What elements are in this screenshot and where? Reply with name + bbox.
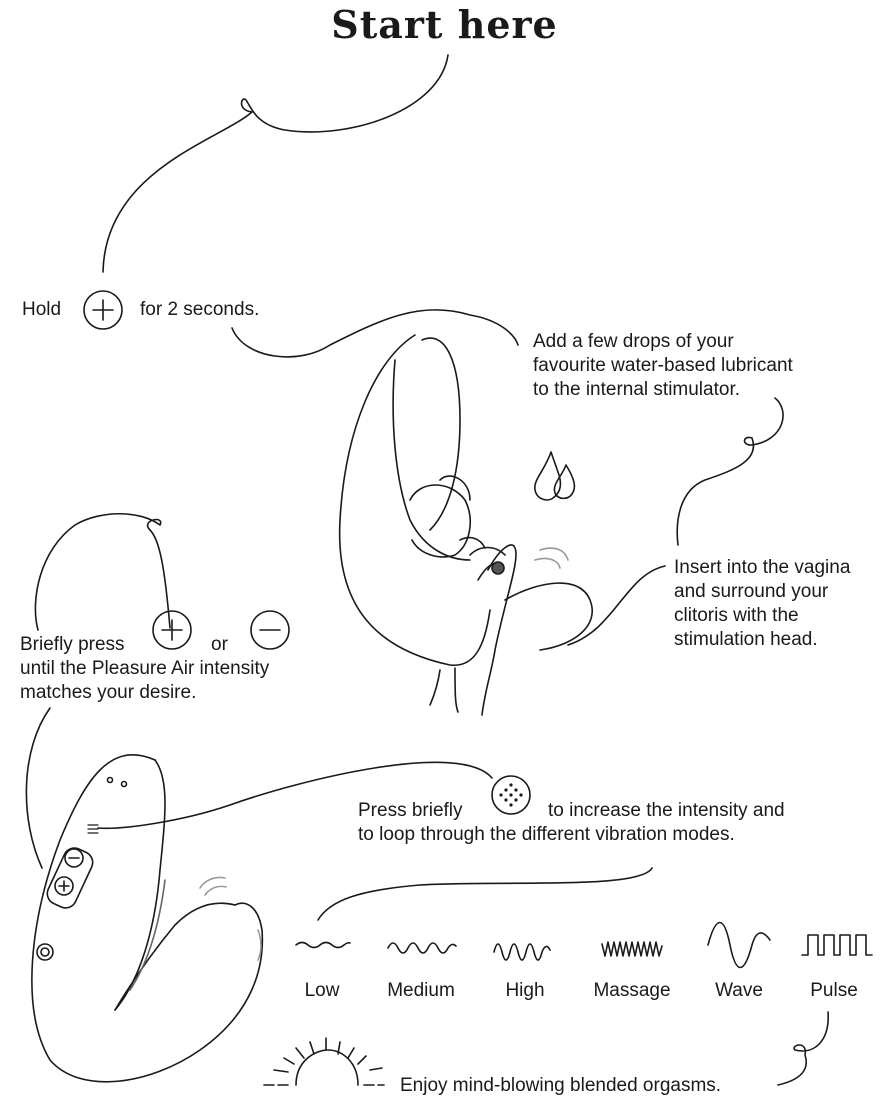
insert-line-3: clitoris with the <box>674 605 799 626</box>
medium-wave-icon <box>387 942 457 954</box>
connector-line-head <box>567 565 666 646</box>
connector-line-lube <box>231 309 519 358</box>
device-illustration-inuse <box>338 334 593 716</box>
vibration-line-1: to increase the intensity and <box>548 800 785 821</box>
insert-line-2: and surround your <box>674 581 829 602</box>
hold-label: Hold <box>22 299 62 320</box>
low-wave-icon <box>295 941 351 949</box>
vibration-button-icon <box>491 775 531 815</box>
enjoy-text: Enjoy mind-blowing blended orgasms. <box>400 1075 722 1096</box>
briefly-press-prefix: Briefly press <box>20 634 125 655</box>
minus-button-icon-press <box>250 610 290 650</box>
mode-label-wave: Wave <box>715 980 763 1001</box>
plus-button-icon-hold <box>83 290 123 330</box>
connector-line-title <box>102 54 449 273</box>
mode-label-low: Low <box>304 980 340 1001</box>
lube-line-2: favourite water-based lubricant <box>533 355 793 376</box>
sine-wave-icon <box>707 921 771 969</box>
briefly-press-line-1: until the Pleasure Air intensity <box>20 658 270 679</box>
plus-button-icon-press <box>152 610 192 650</box>
insert-line-4: stimulation head. <box>674 629 818 650</box>
hold-duration: for 2 seconds. <box>140 299 260 320</box>
mode-label-medium: Medium <box>387 980 455 1001</box>
sunrise-icon <box>263 1037 385 1086</box>
page-title: Start here <box>331 2 558 47</box>
briefly-press-line-2: matches your desire. <box>20 682 197 703</box>
connector-line-vibe <box>97 761 493 830</box>
mode-label-pulse: Pulse <box>810 980 858 1001</box>
water-drops-icon <box>534 451 576 501</box>
connector-line-insert <box>676 397 784 546</box>
connector-line-press <box>34 512 171 631</box>
massage-wave-icon <box>601 941 663 957</box>
connector-line-device <box>25 707 51 869</box>
high-wave-icon <box>493 943 551 961</box>
pulse-wave-icon <box>801 934 873 956</box>
mode-label-massage: Massage <box>593 980 671 1001</box>
lube-line-3: to the internal stimulator. <box>533 379 740 400</box>
device-illustration-front <box>31 754 264 1083</box>
vibration-prefix: Press briefly <box>358 800 463 821</box>
mode-label-high: High <box>505 980 545 1001</box>
connector-line-enjoy <box>777 1011 829 1086</box>
lube-line-1: Add a few drops of your <box>533 331 734 352</box>
vibration-line-2: to loop through the different vibration … <box>358 824 735 845</box>
insert-line-1: Insert into the vagina <box>674 557 851 578</box>
connector-line-modes <box>317 867 653 921</box>
briefly-press-or: or <box>211 634 228 655</box>
